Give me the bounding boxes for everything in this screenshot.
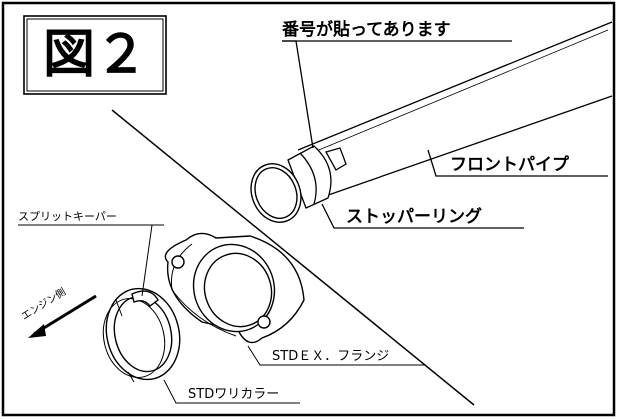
label-stopper-ring: ストッパーリング bbox=[346, 206, 482, 227]
label-std-ex-flange: STDＥＸ．フランジ bbox=[272, 349, 389, 364]
label-split-keeper: スプリットキーパー bbox=[18, 210, 117, 223]
std-ex-flange bbox=[164, 232, 305, 344]
figure-title-box: 図２ bbox=[23, 15, 167, 95]
callout-std-ex-flange: STDＥＸ．フランジ bbox=[247, 345, 426, 366]
figure-title: 図２ bbox=[43, 25, 147, 85]
callout-stopper-ring: ストッパーリング bbox=[321, 203, 524, 229]
stopper-ring bbox=[287, 145, 347, 209]
callout-std-collar: STDワリカラー bbox=[163, 379, 300, 404]
separator-line bbox=[111, 109, 475, 406]
label-front-pipe: フロントパイプ bbox=[450, 154, 570, 175]
label-number-note: 番号が貼ってあります bbox=[281, 19, 451, 40]
front-pipe bbox=[297, 21, 613, 201]
label-std-collar: STDワリカラー bbox=[188, 387, 279, 402]
callout-front-pipe: フロントパイプ bbox=[427, 149, 608, 177]
callout-number-note: 番号が貼ってあります bbox=[281, 19, 512, 149]
callout-split-keeper: スプリットキーパー bbox=[18, 210, 164, 297]
engine-side-indicator: エンジン側 bbox=[19, 285, 97, 338]
pipe-open-end bbox=[250, 163, 302, 223]
arrow-head-icon bbox=[28, 324, 46, 338]
